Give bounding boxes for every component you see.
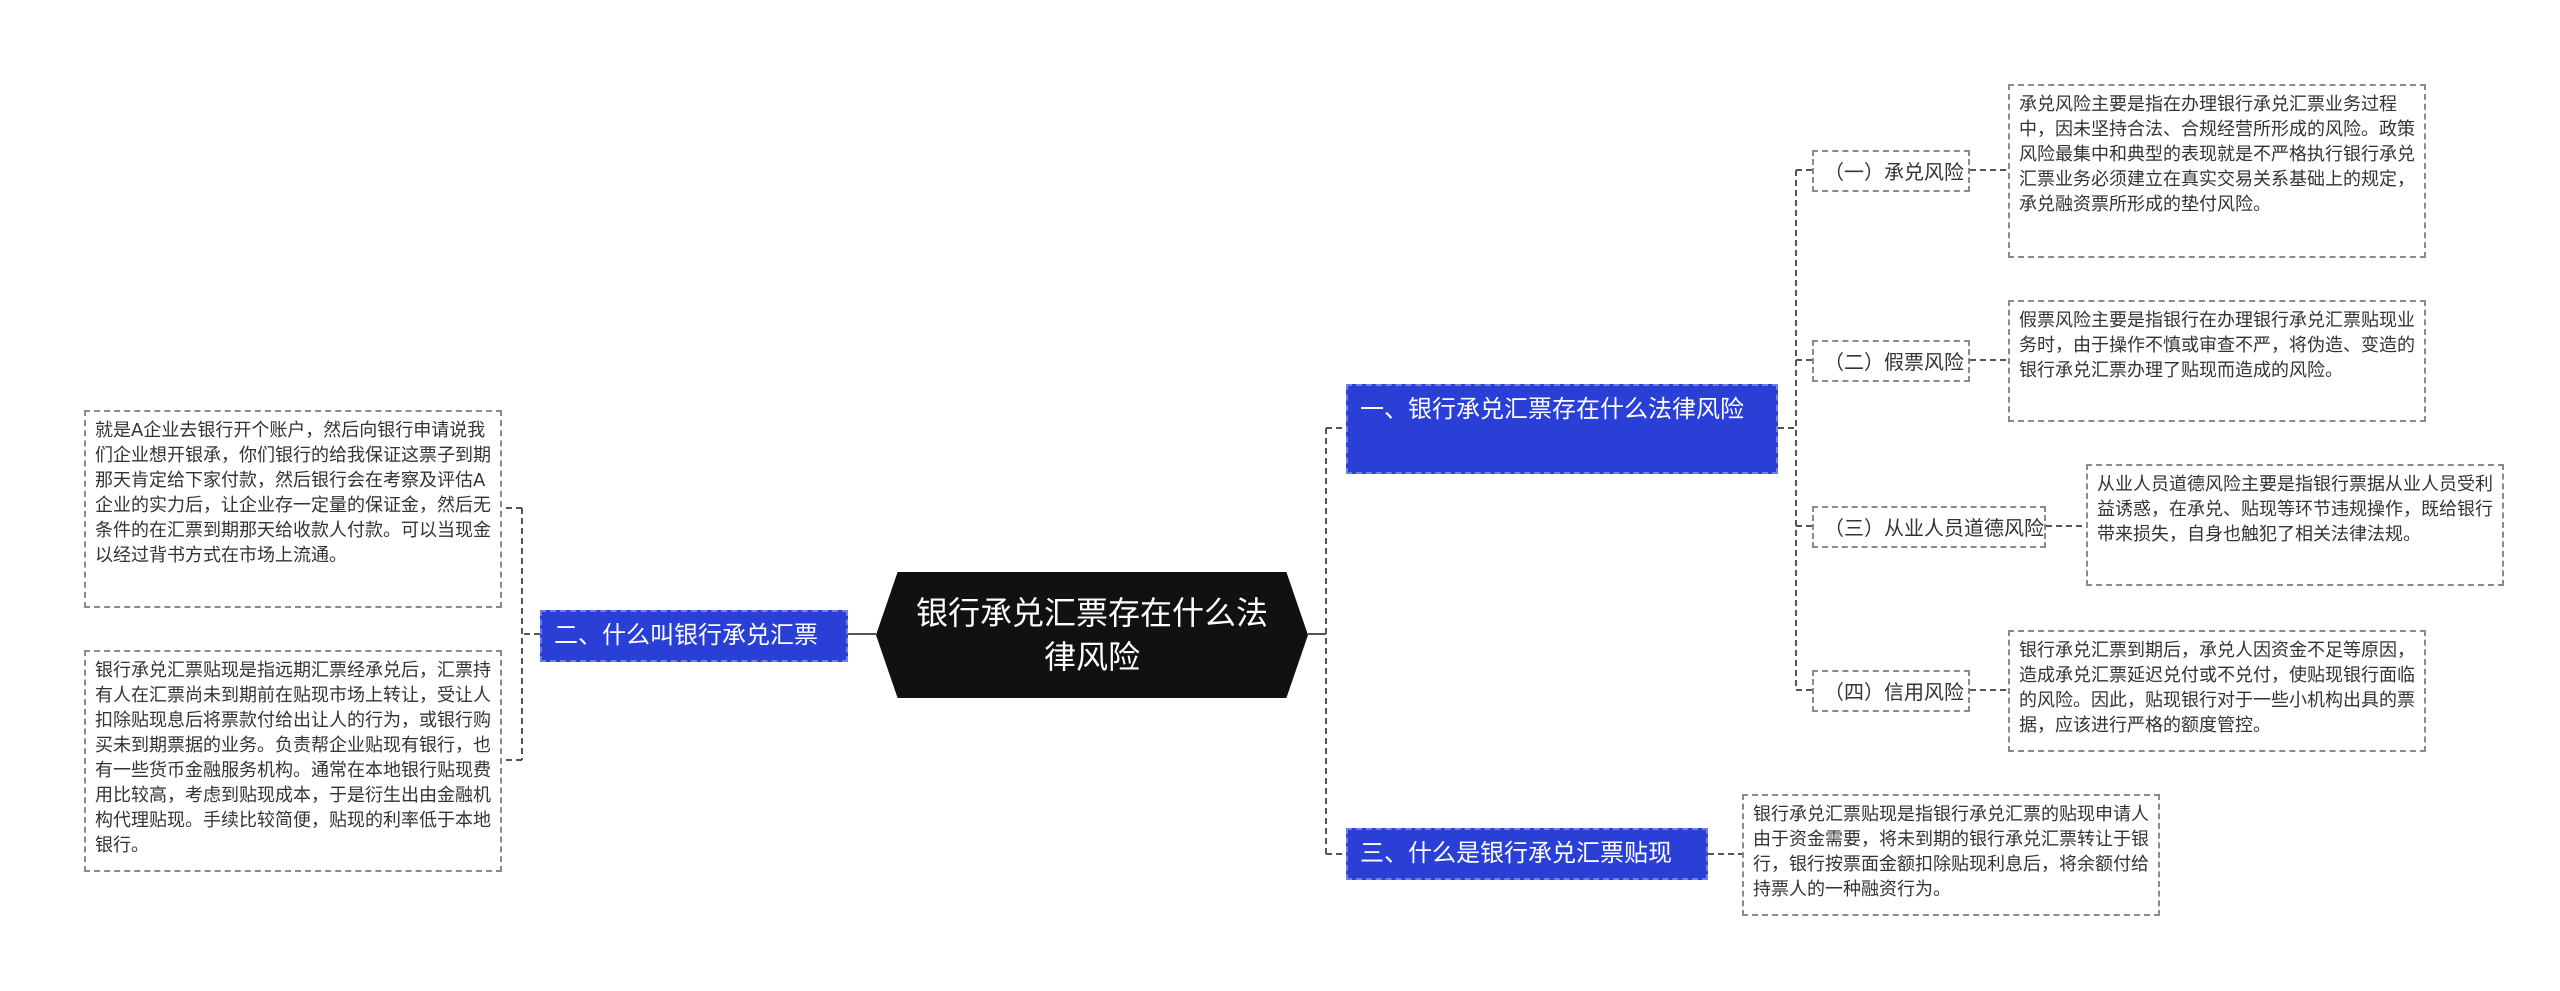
branch-node-what-is-acceptance[interactable]: 二、什么叫银行承兑汇票 bbox=[540, 610, 848, 662]
root-node[interactable]: 银行承兑汇票存在什么法律风险 bbox=[876, 572, 1308, 698]
subnode-counterfeit-risk[interactable]: （二）假票风险 bbox=[1812, 340, 1970, 382]
leaf-text: 银行承兑汇票贴现是指远期汇票经承兑后，汇票持有人在汇票尚未到期前在贴现市场上转让… bbox=[95, 660, 491, 856]
leaf-acceptance-definition: 就是A企业去银行开个账户，然后向银行申请说我们企业想开银承，你们银行的给我保证这… bbox=[84, 410, 502, 608]
leaf-counterfeit-risk-detail: 假票风险主要是指银行在办理银行承兑汇票贴现业务时，由于操作不慎或审查不严，将伪造… bbox=[2008, 300, 2426, 422]
subnode-label: （四）信用风险 bbox=[1824, 680, 1964, 704]
branch-label: 二、什么叫银行承兑汇票 bbox=[554, 621, 818, 649]
branch-node-legal-risks[interactable]: 一、银行承兑汇票存在什么法律风险 bbox=[1346, 384, 1778, 474]
leaf-text: 银行承兑汇票到期后，承兑人因资金不足等原因，造成承兑汇票延迟兑付或不兑付，使贴现… bbox=[2019, 640, 2415, 736]
subnode-moral-risk[interactable]: （三）从业人员道德风险 bbox=[1812, 506, 2046, 548]
leaf-text: 银行承兑汇票贴现是指银行承兑汇票的贴现申请人由于资金需要，将未到期的银行承兑汇票… bbox=[1753, 804, 2149, 900]
leaf-text: 从业人员道德风险主要是指银行票据从业人员受利益诱惑，在承兑、贴现等环节违规操作，… bbox=[2097, 474, 2493, 545]
leaf-acceptance-risk-detail: 承兑风险主要是指在办理银行承兑汇票业务过程中，因未坚持合法、合规经营所形成的风险… bbox=[2008, 84, 2426, 258]
leaf-text: 承兑风险主要是指在办理银行承兑汇票业务过程中，因未坚持合法、合规经营所形成的风险… bbox=[2019, 94, 2415, 215]
leaf-moral-risk-detail: 从业人员道德风险主要是指银行票据从业人员受利益诱惑，在承兑、贴现等环节违规操作，… bbox=[2086, 464, 2504, 586]
leaf-acceptance-discount-explanation: 银行承兑汇票贴现是指远期汇票经承兑后，汇票持有人在汇票尚未到期前在贴现市场上转让… bbox=[84, 650, 502, 872]
branch-label: 三、什么是银行承兑汇票贴现 bbox=[1360, 839, 1672, 867]
subnode-acceptance-risk[interactable]: （一）承兑风险 bbox=[1812, 150, 1970, 192]
root-title: 银行承兑汇票存在什么法律风险 bbox=[915, 594, 1268, 676]
leaf-discount-definition: 银行承兑汇票贴现是指银行承兑汇票的贴现申请人由于资金需要，将未到期的银行承兑汇票… bbox=[1742, 794, 2160, 916]
branch-node-what-is-discount[interactable]: 三、什么是银行承兑汇票贴现 bbox=[1346, 828, 1708, 880]
branch-label: 一、银行承兑汇票存在什么法律风险 bbox=[1360, 395, 1744, 423]
subnode-label: （二）假票风险 bbox=[1824, 350, 1964, 374]
subnode-label: （三）从业人员道德风险 bbox=[1824, 516, 2044, 540]
leaf-credit-risk-detail: 银行承兑汇票到期后，承兑人因资金不足等原因，造成承兑汇票延迟兑付或不兑付，使贴现… bbox=[2008, 630, 2426, 752]
leaf-text: 就是A企业去银行开个账户，然后向银行申请说我们企业想开银承，你们银行的给我保证这… bbox=[95, 420, 491, 566]
leaf-text: 假票风险主要是指银行在办理银行承兑汇票贴现业务时，由于操作不慎或审查不严，将伪造… bbox=[2019, 310, 2415, 381]
subnode-credit-risk[interactable]: （四）信用风险 bbox=[1812, 670, 1970, 712]
subnode-label: （一）承兑风险 bbox=[1824, 160, 1964, 184]
